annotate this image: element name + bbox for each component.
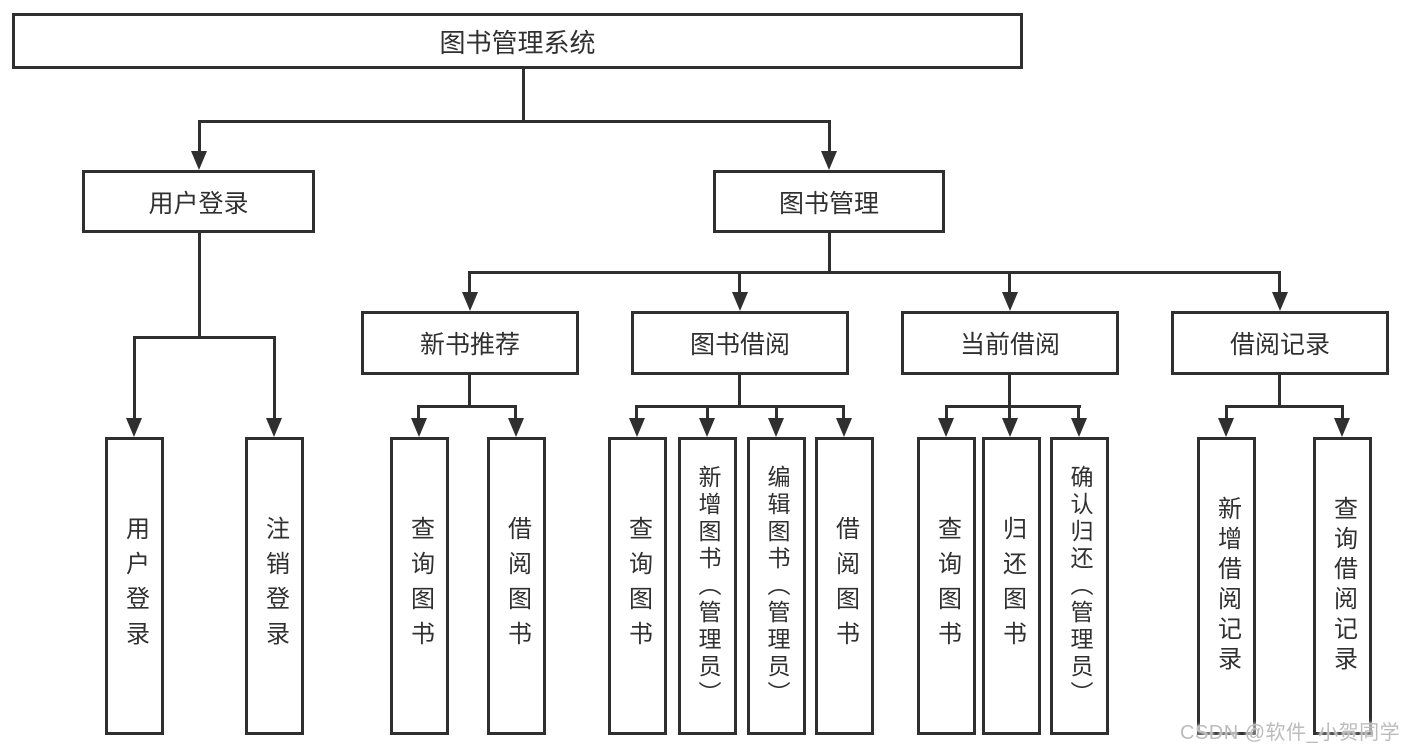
- leaf-user-login: 用户登录: [105, 437, 164, 735]
- node-label: 当前借阅: [959, 331, 1060, 359]
- connector-stem: [1008, 375, 1011, 405]
- connector-drop: [273, 336, 276, 420]
- node-book-borrow: 图书借阅: [631, 311, 849, 375]
- connector-stem: [738, 375, 741, 405]
- arrowhead-down: [508, 418, 524, 437]
- arrowhead-down: [411, 418, 427, 437]
- leaf-add-borrow-record: 新增借阅记录: [1197, 437, 1256, 735]
- connector-stem: [468, 375, 471, 405]
- arrowhead-down: [629, 418, 645, 437]
- connector-level3-bar: [468, 271, 1281, 274]
- leaf-label: 查询图书: [406, 516, 434, 656]
- arrowhead-down: [462, 292, 478, 311]
- arrowhead-down: [732, 292, 748, 311]
- node-label: 借阅记录: [1229, 331, 1330, 359]
- leaf-label: 借阅图书: [503, 516, 531, 656]
- leaf-confirm-return-admin: 确认归还（管理员）: [1050, 437, 1109, 735]
- node-user-login: 用户登录: [82, 170, 315, 233]
- connector-drop: [706, 405, 709, 420]
- leaf-label: 用户登录: [121, 516, 149, 656]
- node-label: 图书管理: [778, 189, 879, 218]
- leaf-query-books-recommend: 查询图书: [390, 437, 449, 735]
- connector-level2-bar: [198, 120, 831, 123]
- leaf-query-borrow-record: 查询借阅记录: [1313, 437, 1372, 735]
- node-library-system: 图书管理系统: [12, 13, 1023, 69]
- arrowhead-down: [126, 418, 142, 437]
- arrowhead-down: [191, 151, 207, 170]
- connector-bar: [1225, 405, 1344, 408]
- arrowhead-down: [266, 418, 282, 437]
- connector-bar: [635, 405, 845, 408]
- connector-drop: [468, 271, 471, 294]
- leaf-borrow-books: 借阅图书: [815, 437, 874, 735]
- connector-drop: [1008, 405, 1011, 420]
- connector-drop: [945, 405, 948, 420]
- connector-drop: [775, 405, 778, 420]
- leaf-label: 注销登录: [261, 516, 289, 656]
- leaf-label: 新增图书（管理员）: [695, 464, 721, 708]
- arrowhead-down: [1071, 418, 1087, 437]
- connector-drop: [1278, 271, 1281, 294]
- leaf-edit-book-admin: 编辑图书（管理员）: [747, 437, 806, 735]
- arrowhead-down: [1218, 418, 1234, 437]
- connector-drop: [1225, 405, 1228, 420]
- node-label: 用户登录: [148, 189, 249, 218]
- leaf-label: 确认归还（管理员）: [1067, 464, 1093, 708]
- leaf-borrow-books-recommend: 借阅图书: [487, 437, 546, 735]
- leaf-label: 编辑图书（管理员）: [764, 464, 790, 708]
- node-new-book-recommend: 新书推荐: [361, 311, 579, 375]
- connector-stem: [828, 233, 831, 271]
- connector-drop: [842, 405, 845, 420]
- node-borrow-records: 借阅记录: [1171, 311, 1389, 375]
- csdn-watermark: CSDN @软件_小贺同学: [1180, 722, 1401, 744]
- connector-drop: [635, 405, 638, 420]
- arrowhead-down: [1272, 292, 1288, 311]
- connector-drop: [828, 120, 831, 153]
- leaf-return-book: 归还图书: [982, 437, 1041, 735]
- node-label: 图书借阅: [689, 331, 790, 359]
- connector-bar: [417, 405, 517, 408]
- arrowhead-down: [836, 418, 852, 437]
- arrowhead-down: [1002, 418, 1018, 437]
- leaf-logout: 注销登录: [245, 437, 304, 735]
- node-label: 新书推荐: [419, 331, 520, 359]
- leaf-query-books-borrow: 查询图书: [608, 437, 667, 735]
- leaf-label: 归还图书: [998, 516, 1026, 656]
- leaf-label: 查询图书: [933, 516, 961, 656]
- connector-stem: [198, 233, 201, 336]
- leaf-label: 借阅图书: [831, 516, 859, 656]
- node-book-management: 图书管理: [713, 170, 945, 233]
- connector-bar: [945, 405, 1081, 408]
- connector-drop: [1008, 271, 1011, 294]
- connector-drop: [417, 405, 420, 420]
- connector-drop: [133, 336, 136, 420]
- connector-drop: [1077, 405, 1080, 420]
- leaf-add-book-admin: 新增图书（管理员）: [678, 437, 737, 735]
- leaf-label: 查询借阅记录: [1329, 496, 1357, 676]
- leaf-query-books-current: 查询图书: [917, 437, 976, 735]
- connector-drop: [1341, 405, 1344, 420]
- arrowhead-down: [768, 418, 784, 437]
- arrowhead-down: [821, 151, 837, 170]
- leaf-label: 新增借阅记录: [1213, 496, 1241, 676]
- connector-bar: [133, 336, 276, 339]
- connector-stem: [1278, 375, 1281, 405]
- connector-drop: [514, 405, 517, 420]
- connector-drop: [738, 271, 741, 294]
- node-label: 图书管理系统: [439, 27, 596, 58]
- arrowhead-down: [1334, 418, 1350, 437]
- arrowhead-down: [1002, 292, 1018, 311]
- connector-drop: [198, 120, 201, 153]
- node-current-borrow: 当前借阅: [901, 311, 1119, 375]
- arrowhead-down: [699, 418, 715, 437]
- connector-root-stem: [522, 69, 525, 120]
- arrowhead-down: [938, 418, 954, 437]
- leaf-label: 查询图书: [624, 516, 652, 656]
